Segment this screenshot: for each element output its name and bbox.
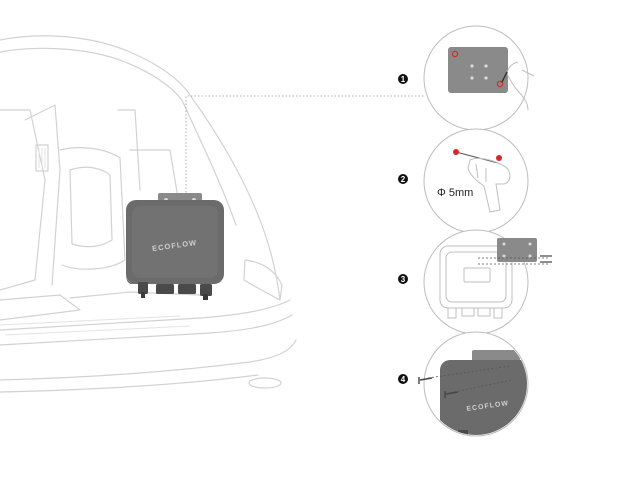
device-connector (178, 284, 196, 294)
device-connector (156, 284, 174, 294)
drill-mark-left (453, 149, 459, 155)
step-4-number: 4 (401, 375, 406, 384)
mounted-device: ECOFLOW (126, 193, 224, 300)
step-1-number: 1 (401, 75, 406, 84)
step-2-detail-circle (424, 129, 528, 233)
step-2-number: 2 (401, 175, 406, 184)
drill-size-label: Φ 5mm (437, 187, 473, 199)
step-1: 1 (398, 26, 534, 130)
screw-icon (540, 256, 552, 262)
step-4: ECOFLOW 4 (398, 332, 536, 446)
step-3: 3 (398, 230, 552, 334)
drill-mark-right (496, 155, 502, 161)
step-3-number: 3 (401, 275, 406, 284)
step-2: Φ 5mm 2 (398, 129, 528, 233)
leader-line (186, 96, 424, 196)
